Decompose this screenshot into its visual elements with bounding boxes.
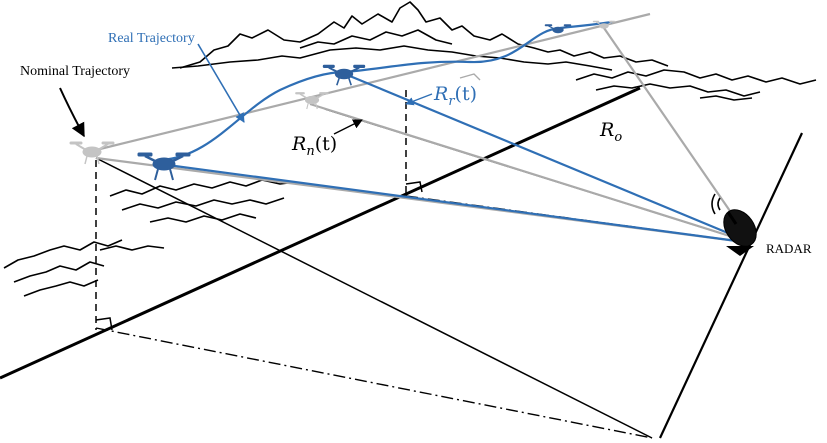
nominal-label-arrow xyxy=(59,87,85,138)
right-angle-marker-2 xyxy=(405,181,423,193)
terrain xyxy=(3,1,817,297)
nominal-trajectory-lines xyxy=(95,12,753,245)
nominal-range-line-mid xyxy=(309,102,753,245)
quadcopter-icon xyxy=(322,64,366,86)
real-trajectory-lines xyxy=(159,20,753,245)
quadcopter-icon xyxy=(69,141,115,165)
hills-left-4 xyxy=(3,239,123,269)
mountain-ridge-base xyxy=(171,45,613,71)
nominal-range-line-far xyxy=(603,27,753,244)
right-angle-marker-1 xyxy=(95,317,113,331)
hills-left-1 xyxy=(109,179,297,197)
nominal-ground-projection xyxy=(95,157,653,439)
mountain-ridge-right xyxy=(575,69,817,85)
hills-left-6 xyxy=(23,279,99,297)
quadcopter-icon xyxy=(295,92,329,110)
rr-line-near xyxy=(159,162,753,245)
quadcopter-icon xyxy=(137,152,191,181)
ro-label: Ro xyxy=(599,119,622,145)
hills-left-7 xyxy=(99,245,165,251)
rn-label-arrow xyxy=(333,119,363,135)
hills-left-2 xyxy=(121,197,285,211)
radar-label: RADAR xyxy=(766,241,812,256)
quadcopter-icon xyxy=(592,20,616,29)
quadcopter-icon xyxy=(544,24,572,34)
nominal-trajectory-label: Nominal Trajectory xyxy=(20,64,130,79)
rr-label: Rr(t) xyxy=(433,83,477,109)
ground-edge-right xyxy=(659,132,803,439)
ground-structure xyxy=(0,73,803,439)
real-label-arrow xyxy=(197,43,245,123)
mountain-ridge-right-3 xyxy=(699,95,753,101)
hills-left-5 xyxy=(13,261,105,283)
rr-label-arrow xyxy=(405,93,433,106)
right-angle-marker-3 xyxy=(459,73,481,81)
radar-dish-icon xyxy=(711,193,757,256)
mountain-ridge-right-2 xyxy=(595,83,761,97)
drop-ground-line xyxy=(95,327,653,439)
nominal-trajectory-path xyxy=(95,12,651,152)
hills-left-3 xyxy=(149,213,257,223)
mountain-ridge-top xyxy=(179,1,669,69)
mountain-ridge-inner xyxy=(299,29,453,49)
rn-label: Rn(t) xyxy=(291,133,337,159)
real-trajectory-label: Real Trajectory xyxy=(108,31,195,46)
